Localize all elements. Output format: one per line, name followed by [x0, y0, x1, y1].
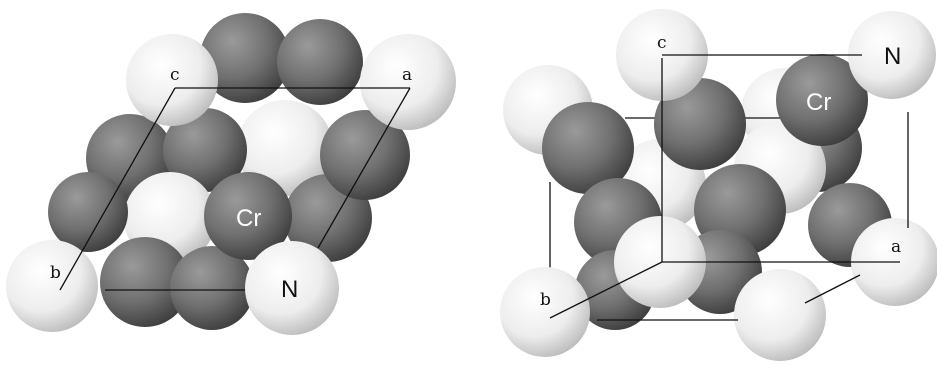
- nitrogen-atom: [614, 216, 706, 308]
- right-view: Cr N c a b: [500, 9, 937, 361]
- chromium-atom: [100, 237, 190, 327]
- nitrogen-atom-b-corner: [6, 240, 98, 332]
- axis-label-c: c: [657, 33, 667, 53]
- nitrogen-atom: [734, 269, 826, 361]
- n-label: N: [884, 43, 901, 70]
- chromium-atom: [163, 108, 247, 192]
- nitrogen-atom-c-corner: [126, 34, 218, 126]
- nitrogen-atom-a-corner: [360, 34, 456, 130]
- axis-label-a: a: [402, 65, 412, 85]
- nitrogen-atom: [237, 100, 333, 196]
- chromium-atom: [170, 246, 254, 330]
- chromium-atom-cr: [776, 54, 868, 146]
- chromium-atom: [542, 102, 634, 194]
- cell-edge: [317, 87, 411, 249]
- nitrogen-atom-b-corner: [500, 267, 590, 357]
- chromium-atom: [320, 110, 410, 200]
- left-view: Cr N c a b: [6, 13, 456, 335]
- nitrogen-atom-n: [848, 11, 936, 99]
- axis-label-c: c: [170, 65, 180, 85]
- chromium-atom: [48, 172, 128, 252]
- cell-edge: [59, 87, 176, 291]
- nitrogen-atom-n: [245, 241, 339, 335]
- axis-label-a: a: [891, 237, 901, 257]
- n-label: N: [281, 276, 298, 303]
- chromium-atom-cr: [204, 172, 292, 260]
- axis-label-b: b: [540, 290, 551, 310]
- cell-edge: [549, 261, 663, 319]
- axis-label-b: b: [50, 263, 61, 283]
- cell-edge: [804, 274, 861, 304]
- cr-label: Cr: [806, 89, 831, 116]
- chromium-atom: [200, 13, 290, 103]
- chromium-atom: [277, 19, 363, 105]
- cr-label: Cr: [236, 205, 261, 232]
- chromium-atom: [654, 78, 746, 170]
